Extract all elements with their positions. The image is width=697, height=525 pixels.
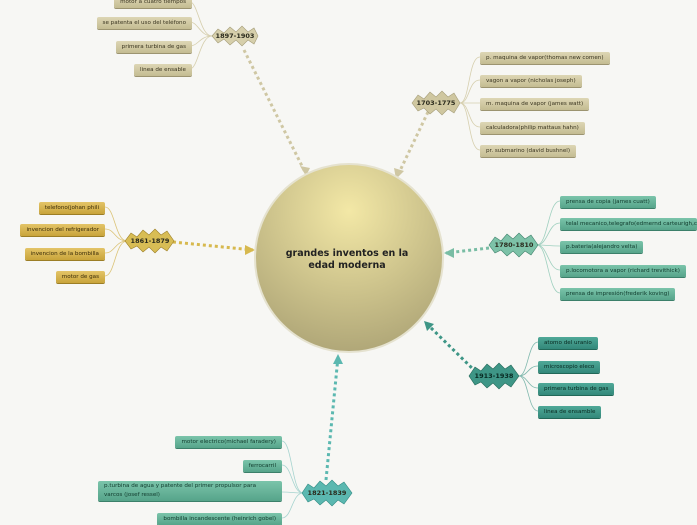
badge-1780-1810[interactable] bbox=[488, 232, 539, 258]
list-item[interactable]: motor electrico(michael faradery) bbox=[175, 436, 282, 448]
badge-1821-1839[interactable] bbox=[301, 479, 353, 507]
badge-1861-1879[interactable] bbox=[124, 228, 175, 254]
connector-1861 bbox=[172, 240, 254, 252]
list-item[interactable]: telal mecanico,telegrafo(edmernd carteur… bbox=[560, 218, 697, 230]
list-item[interactable]: p. maquina de vapor(thomas new comen) bbox=[480, 52, 610, 64]
list-item[interactable]: motor a cuatro tiempos bbox=[114, 0, 192, 8]
year-badges bbox=[124, 25, 539, 507]
year-label-1913: 1913-1938 bbox=[474, 372, 514, 380]
list-item[interactable]: p.turbina de agua y patente del primer p… bbox=[98, 481, 282, 501]
badge-1703-1775[interactable] bbox=[411, 90, 461, 116]
badge-1897-1903[interactable] bbox=[211, 25, 259, 47]
connector-1703 bbox=[395, 111, 430, 178]
arrow-1897 bbox=[300, 166, 310, 176]
list-item[interactable]: atomo del uranio bbox=[538, 337, 598, 349]
list-item[interactable]: telefono(johan phili bbox=[38, 202, 105, 214]
list-item[interactable]: p.bateria(alejandro velta) bbox=[560, 241, 644, 253]
list-item[interactable]: invencion de la bombilla bbox=[24, 248, 105, 260]
list-item[interactable]: motor de gas bbox=[55, 271, 105, 283]
list-item[interactable]: calculadora(philip mattaus hahn) bbox=[480, 122, 585, 134]
list-item[interactable]: vagon a vapor (nicholas joseph) bbox=[480, 75, 582, 87]
year-label-1703: 1703-1775 bbox=[416, 99, 456, 107]
list-item[interactable]: bombilla incandescente (heinrich gobel) bbox=[157, 513, 282, 525]
list-item[interactable]: linea de ensable bbox=[134, 64, 192, 76]
arrow-1913 bbox=[424, 321, 434, 331]
central-topic-bubble[interactable] bbox=[254, 163, 444, 353]
year-label-1780: 1780-1810 bbox=[494, 241, 534, 249]
list-item[interactable]: p.locomotora a vapor (richard trevithick… bbox=[560, 265, 686, 277]
connector-1821 bbox=[324, 356, 340, 481]
list-item[interactable]: se patenta el uso del teléfono bbox=[96, 17, 192, 29]
arrowheads bbox=[245, 166, 454, 364]
year-label-1821: 1821-1839 bbox=[307, 489, 347, 497]
list-item[interactable]: linea de ensamble bbox=[538, 406, 602, 418]
list-item[interactable]: prensa de copia (james cuatt) bbox=[560, 196, 656, 208]
arrow-1861 bbox=[245, 245, 255, 255]
list-item[interactable]: invencion del refrigerador bbox=[20, 224, 105, 236]
connector-1913 bbox=[424, 321, 478, 374]
list-item[interactable]: primera turbina de gas bbox=[538, 383, 615, 395]
list-item[interactable]: microscopio eleco bbox=[538, 361, 601, 373]
leaf-connectors bbox=[104, 1, 561, 519]
arrow-1780 bbox=[444, 248, 454, 258]
badge-1913-1938[interactable] bbox=[468, 362, 520, 390]
list-item[interactable]: prensa de impresión(frederik koving) bbox=[560, 288, 676, 300]
year-label-1897: 1897-1903 bbox=[215, 32, 255, 40]
list-item[interactable]: m. maquina de vapor (james watt) bbox=[480, 98, 590, 110]
central-topic-title: grandes inventos en la edad moderna bbox=[285, 248, 409, 271]
arrow-1821 bbox=[333, 354, 343, 364]
list-item[interactable]: pr. submarino (david bushnel) bbox=[480, 145, 577, 157]
year-label-1861: 1861-1879 bbox=[130, 237, 170, 245]
list-item[interactable]: primera turbina de gas bbox=[115, 41, 192, 53]
list-item[interactable]: ferrocarril bbox=[242, 460, 282, 472]
connector-1897 bbox=[242, 49, 308, 175]
